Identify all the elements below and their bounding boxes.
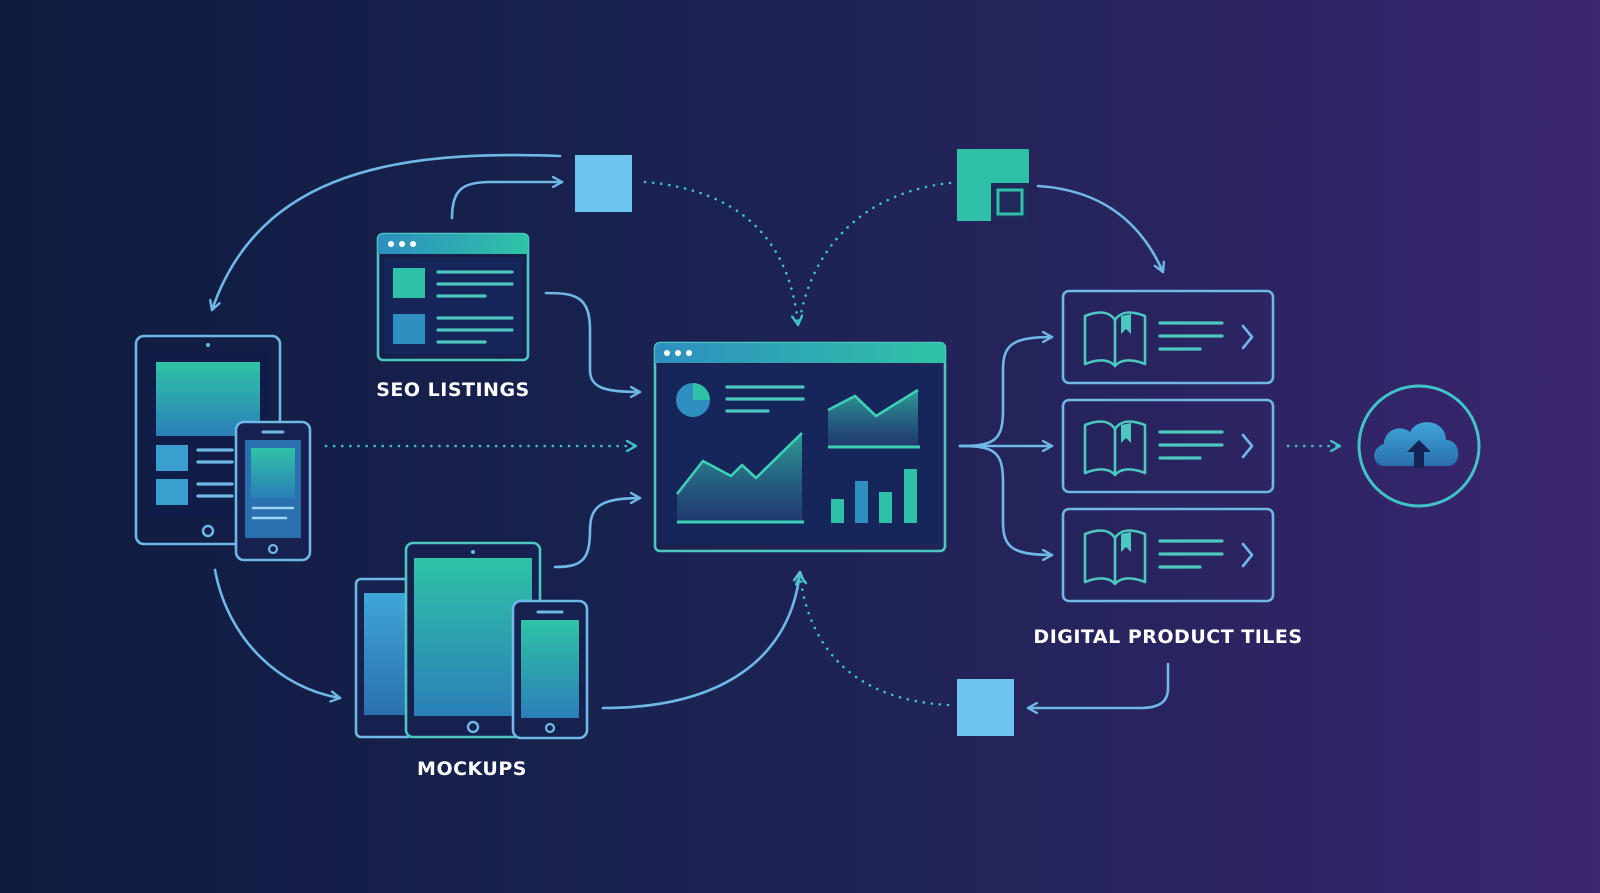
cloud-upload-icon [1357,384,1481,508]
product-tile [1061,289,1275,385]
browser-window-icon [376,232,530,362]
arrow-tablet-to-mockups [213,568,342,698]
square-node-icon [957,679,1014,736]
open-book-icon [1083,529,1147,586]
open-book-icon [1083,311,1147,368]
square-node-icon [575,155,632,212]
dotted-bottom-square-to-dashboard [800,573,950,707]
product-tile [1061,507,1275,603]
digital-product-tiles-label: DIGITAL PRODUCT TILES [1033,626,1302,648]
arrow-seo-to-square [450,182,564,220]
chevron-right-icon [1241,324,1254,350]
device-mockups-icon [354,541,589,740]
dotted-square-to-dashboard [643,180,798,327]
tablet-phone-icon [134,334,312,562]
analytics-dashboard-icon [653,341,947,553]
seo-listings-label: SEO LISTINGS [376,379,530,401]
mockups-label: MOCKUPS [417,758,527,780]
arc-mockups-to-dashboard [601,570,800,710]
connectors [212,153,1342,710]
chevron-right-icon [1241,542,1254,568]
branch-to-tile-1 [958,337,1054,448]
product-tile [1061,398,1275,494]
arc-top-to-tablet [212,153,562,312]
arrow-tiles-to-bottom-square [1026,662,1170,708]
arrow-mockups-to-dashboard [553,498,642,569]
dotted-node-to-dashboard [798,181,952,320]
arrow-node-to-tiles [1036,184,1163,274]
chevron-right-icon [1241,433,1254,459]
square-node-icon [957,149,1029,221]
open-book-icon [1083,420,1147,477]
arrow-seo-to-dashboard [544,291,642,392]
branch-to-tile-3 [958,444,1054,555]
